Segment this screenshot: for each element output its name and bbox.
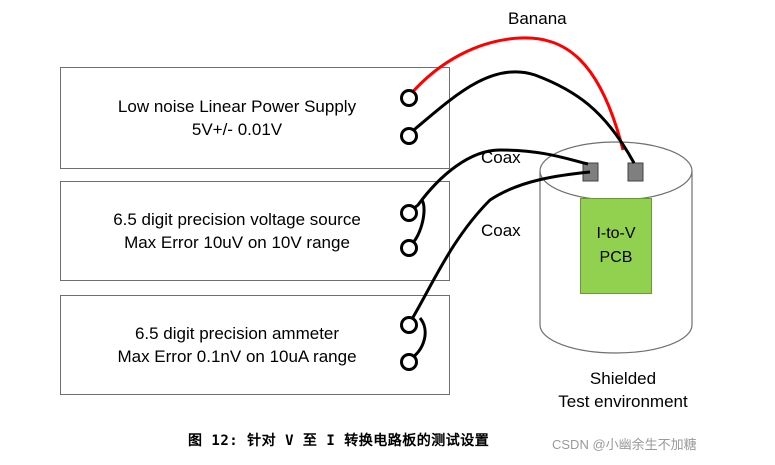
voltage-source-box: 6.5 digit precision voltage source Max E… [60,181,450,281]
banana-wire [407,36,625,151]
shield-caption-line2: Test environment [558,392,688,411]
shield-caption-line1: Shielded [589,369,657,388]
csdn-watermark: CSDN @小幽余生不加糖 [552,437,697,452]
power-supply-spec: 5V+/- 0.01V [191,120,283,139]
voltage-source-spec: Max Error 10uV on 10V range [124,233,350,252]
banana-label: Banana [508,9,567,28]
ammeter-terminal-2 [400,353,418,371]
power-supply-positive-terminal [400,89,418,107]
ammeter-terminal-1 [400,316,418,334]
voltage-coax-wire [408,148,589,214]
voltage-source-title: 6.5 digit precision voltage source [113,210,361,229]
figure-caption: 图 12: 针对 V 至 I 转换电路板的测试设置 [188,433,490,449]
ammeter-title: 6.5 digit precision ammeter [134,324,340,343]
voltage-source-terminal-1 [400,204,418,222]
ammeter-spec: Max Error 0.1nV on 10uA range [117,347,357,366]
coax-label-lower: Coax [481,221,521,240]
pcb-label-line1: I-to-V [596,225,636,242]
power-supply-negative-terminal [400,127,418,145]
coax-label-upper: Coax [481,148,521,167]
power-supply-title: Low noise Linear Power Supply [117,97,357,116]
ammeter-coax-wire [407,170,591,325]
i-to-v-pcb: I-to-V PCB [580,198,652,294]
shield-connector-right [627,162,644,182]
voltage-source-terminal-2 [400,239,418,257]
shield-caption: Shielded Test environment [528,367,718,413]
power-supply-box: Low noise Linear Power Supply 5V+/- 0.01… [60,67,450,169]
power-return-wire [408,70,636,164]
ammeter-box: 6.5 digit precision ammeter Max Error 0.… [60,295,450,395]
pcb-label-line2: PCB [599,249,633,266]
